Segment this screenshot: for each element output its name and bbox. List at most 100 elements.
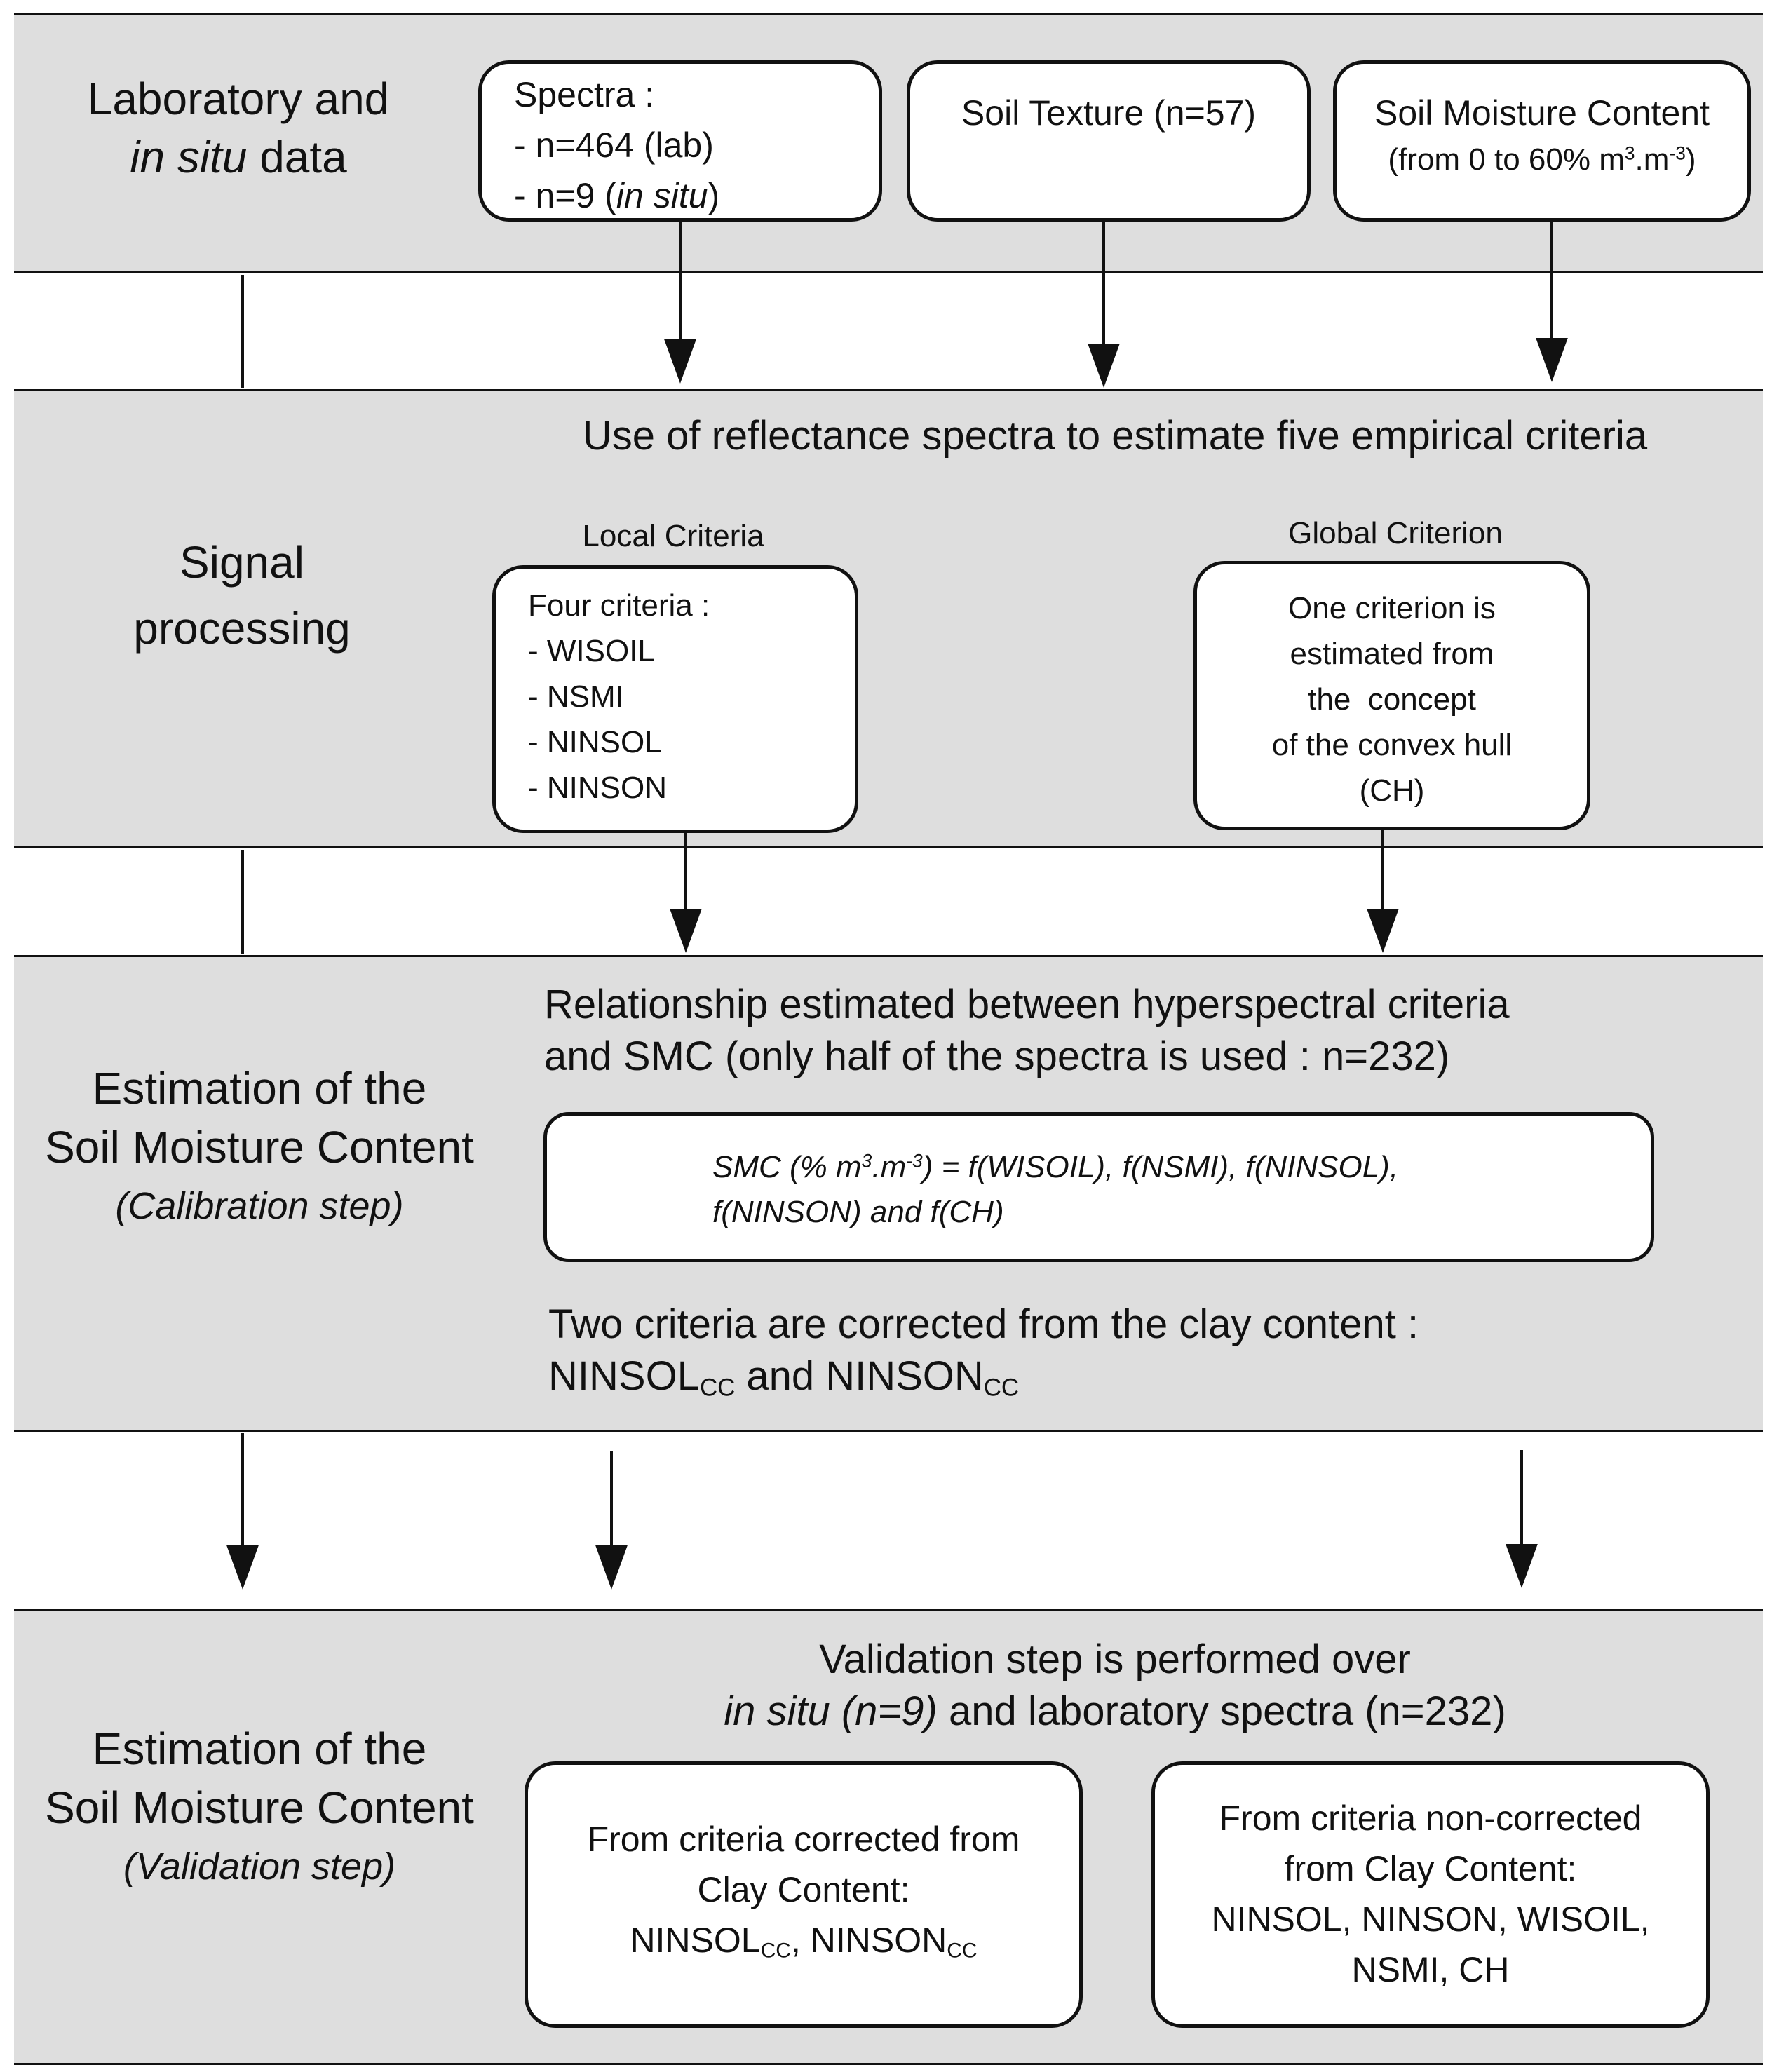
arrowhead-texture bbox=[1088, 344, 1120, 388]
global-line-2: estimated from bbox=[1290, 637, 1494, 671]
global-line-1: One criterion is bbox=[1288, 591, 1496, 625]
local-criterion-nsmi: - NSMI bbox=[528, 679, 624, 714]
global-criterion-title: Global Criterion bbox=[1288, 516, 1503, 550]
spectra-insitu-suffix: ) bbox=[708, 176, 720, 215]
smc-range: (from 0 to 60% m3.m-3) bbox=[1337, 142, 1747, 177]
noncorrected-criteria-box: From criteria non-corrected from Clay Co… bbox=[1151, 1761, 1710, 2028]
stage4-label-line1: Estimation of the bbox=[92, 1724, 427, 1774]
stage4-label-line2: Soil Moisture Content bbox=[45, 1782, 474, 1833]
noncorrected-line1: From criteria non-corrected bbox=[1219, 1799, 1642, 1838]
smc-range-c: ) bbox=[1685, 142, 1696, 177]
smc-range-a: (from 0 to 60% m bbox=[1388, 142, 1625, 177]
soil-texture-label: Soil Texture (n=57) bbox=[961, 93, 1257, 133]
smc-range-b: .m bbox=[1635, 142, 1670, 177]
smc-equation-line2: f(NINSON) and f(CH) bbox=[712, 1195, 1004, 1229]
stage2-heading: Use of reflectance spectra to estimate f… bbox=[582, 413, 1648, 459]
stage4-heading: Validation step is performed over in sit… bbox=[491, 1634, 1739, 1738]
noncorrected-line2: from Clay Content: bbox=[1284, 1849, 1577, 1888]
local-criterion-ninsol: - NINSOL bbox=[528, 725, 662, 759]
stage3-label: Estimation of the Soil Moisture Content … bbox=[28, 1059, 491, 1235]
corrected-line2: Clay Content: bbox=[697, 1870, 910, 1909]
smc-equation-line1: SMC (% m3.m-3) = f(WISOIL), f(NSMI), f(N… bbox=[712, 1145, 1398, 1190]
arrowhead-smc bbox=[1536, 338, 1568, 382]
eq-c: ) = f(WISOIL), f(NSMI), f(NINSOL), bbox=[922, 1150, 1399, 1184]
global-criterion-lines: One criterion is estimated from the conc… bbox=[1197, 585, 1587, 813]
stage4-label-line3: (Validation step) bbox=[123, 1846, 396, 1888]
stage1-label-in-situ: in situ bbox=[130, 132, 248, 183]
stage2-label: Signal processing bbox=[42, 529, 442, 661]
spectra-insitu-italic: in situ bbox=[616, 176, 708, 215]
eq-a: SMC (% m bbox=[712, 1150, 862, 1184]
stage1-label: Laboratory and in situ data bbox=[42, 70, 435, 187]
spectra-lab: - n=464 (lab) bbox=[514, 126, 714, 165]
corr-ninsol-sub: CC bbox=[699, 1374, 736, 1402]
smc-box: Soil Moisture Content (from 0 to 60% m3.… bbox=[1333, 60, 1751, 222]
arrowhead-local bbox=[670, 909, 702, 953]
corrected-ninson: NINSON bbox=[810, 1921, 947, 1960]
local-criteria-intro: Four criteria : bbox=[528, 588, 710, 623]
stage3-heading-line1: Relationship estimated between hyperspec… bbox=[544, 982, 1510, 1027]
stage3-label-line3: (Calibration step) bbox=[115, 1185, 404, 1227]
stage4-heading-line2: in situ (n=9) and laboratory spectra (n=… bbox=[491, 1686, 1739, 1738]
local-criterion-wisoil: - WISOIL bbox=[528, 634, 655, 668]
spectra-insitu: - n=9 (in situ) bbox=[514, 170, 719, 221]
corr-and: and bbox=[735, 1353, 826, 1399]
correction-line1: Two criteria are corrected from the clay… bbox=[548, 1301, 1419, 1347]
smc-range-sup1: 3 bbox=[1624, 142, 1635, 164]
spectra-insitu-prefix: - n=9 ( bbox=[514, 176, 616, 215]
stage3-heading: Relationship estimated between hyperspec… bbox=[544, 979, 1510, 1083]
stage4-heading-rest: and laboratory spectra (n=232) bbox=[937, 1688, 1506, 1734]
stage4-heading-line1: Validation step is performed over bbox=[819, 1637, 1411, 1682]
stage3-correction: Two criteria are corrected from the clay… bbox=[548, 1299, 1419, 1414]
arrowhead-left bbox=[226, 1545, 259, 1590]
smc-equation-box: SMC (% m3.m-3) = f(WISOIL), f(NSMI), f(N… bbox=[543, 1112, 1654, 1262]
noncorrected-criteria-text: From criteria non-corrected from Clay Co… bbox=[1155, 1793, 1706, 1995]
arrowhead-global bbox=[1367, 909, 1399, 953]
stage1-label-data: data bbox=[247, 132, 347, 183]
corr-ninson-sub: CC bbox=[983, 1374, 1020, 1402]
corrected-criteria-text: From criteria corrected from Clay Conten… bbox=[528, 1814, 1079, 1977]
spectra-lines: Spectra : - n=464 (lab) - n=9 (in situ) bbox=[514, 69, 719, 221]
smc-range-sup2: -3 bbox=[1669, 142, 1686, 164]
corrected-sep: , bbox=[790, 1921, 811, 1960]
global-line-5: (CH) bbox=[1359, 773, 1425, 808]
corrected-ninson-sub: CC bbox=[947, 1939, 978, 1963]
corrected-line3: NINSOLCC, NINSONCC bbox=[528, 1915, 1079, 1977]
arrowhead-noncorrected bbox=[1506, 1544, 1538, 1588]
local-criterion-ninson: - NINSON bbox=[528, 771, 667, 805]
correction-line2: NINSOLCC and NINSONCC bbox=[548, 1350, 1419, 1414]
stage1-label-line2: in situ data bbox=[42, 128, 435, 187]
corr-ninsol: NINSOL bbox=[548, 1353, 700, 1399]
global-criterion-box: One criterion is estimated from the conc… bbox=[1193, 561, 1590, 830]
global-line-4: of the convex hull bbox=[1271, 728, 1513, 762]
eq-b: .m bbox=[872, 1150, 907, 1184]
spectra-title: Spectra : bbox=[514, 75, 655, 114]
stage3-label-line2: Soil Moisture Content bbox=[45, 1122, 474, 1172]
arrowhead-corrected bbox=[595, 1545, 628, 1590]
smc-equation: SMC (% m3.m-3) = f(WISOIL), f(NSMI), f(N… bbox=[712, 1145, 1398, 1235]
corrected-ninsol-sub: CC bbox=[760, 1939, 791, 1963]
stage4-label: Estimation of the Soil Moisture Content … bbox=[28, 1719, 491, 1896]
stage3-label-line1: Estimation of the bbox=[92, 1063, 427, 1113]
local-criteria-list: Four criteria : - WISOIL - NSMI - NINSOL… bbox=[528, 583, 710, 811]
eq-sup2: -3 bbox=[906, 1150, 923, 1172]
local-criteria-box: Four criteria : - WISOIL - NSMI - NINSOL… bbox=[492, 565, 858, 833]
global-line-3: the concept bbox=[1308, 682, 1476, 717]
stage2-label-line2: processing bbox=[133, 603, 351, 654]
noncorrected-line3: NINSOL, NINSON, WISOIL, bbox=[1211, 1900, 1650, 1939]
soil-texture-box: Soil Texture (n=57) bbox=[907, 60, 1311, 222]
corrected-line1: From criteria corrected from bbox=[587, 1820, 1020, 1859]
stage1-label-line1: Laboratory and bbox=[87, 74, 390, 124]
noncorrected-line4: NSMI, CH bbox=[1351, 1950, 1510, 1989]
stage3-heading-line2: and SMC (only half of the spectra is use… bbox=[544, 1034, 1450, 1079]
stage4-heading-in-situ: in situ (n=9) bbox=[724, 1688, 938, 1734]
spectra-box: Spectra : - n=464 (lab) - n=9 (in situ) bbox=[478, 60, 882, 222]
corr-ninson: NINSON bbox=[825, 1353, 984, 1399]
local-criteria-title: Local Criteria bbox=[582, 519, 764, 553]
arrowhead-spectra bbox=[664, 339, 696, 384]
eq-sup1: 3 bbox=[861, 1150, 872, 1172]
corrected-ninsol: NINSOL bbox=[630, 1921, 761, 1960]
smc-title: Soil Moisture Content bbox=[1374, 93, 1710, 133]
corrected-criteria-box: From criteria corrected from Clay Conten… bbox=[525, 1761, 1083, 2028]
